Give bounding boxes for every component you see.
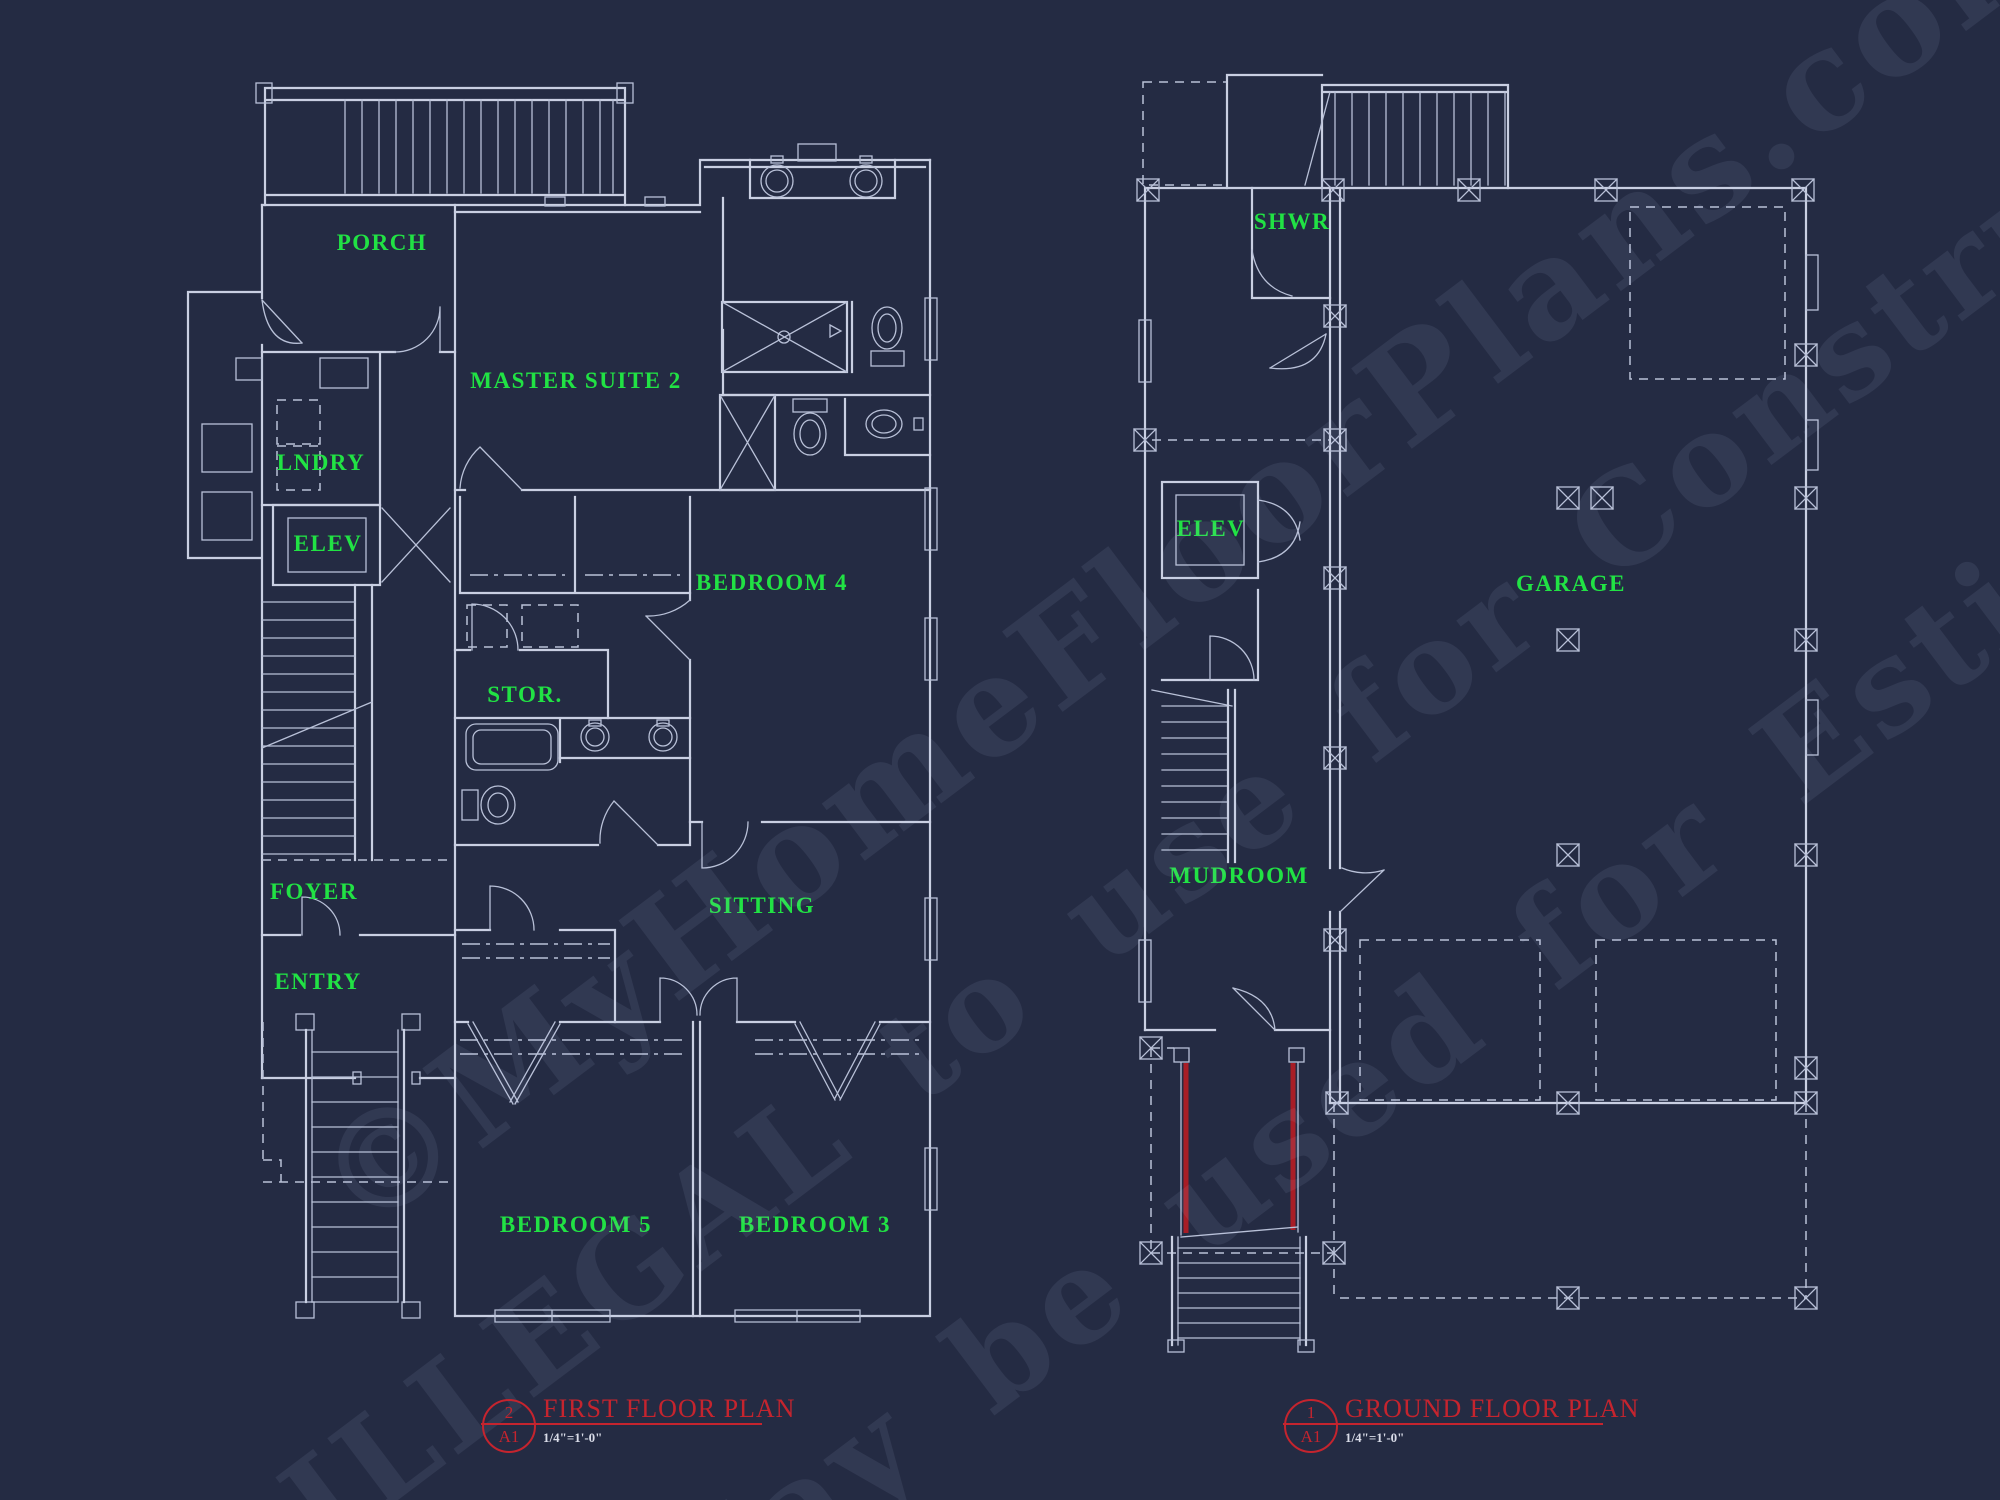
detail-circle: 1 A1 xyxy=(1284,1399,1338,1453)
garage-stall xyxy=(1595,939,1777,1101)
toilet-bowl xyxy=(480,785,516,825)
sitting-vestibule xyxy=(453,885,617,1024)
sheet-number: A1 xyxy=(1300,1427,1322,1446)
window-markers xyxy=(494,297,938,1323)
toilet-bowl xyxy=(871,306,903,350)
shower-room xyxy=(1152,186,1332,441)
toilet-tank xyxy=(870,350,905,367)
room-label-master-suite-2: MASTER SUITE 2 xyxy=(470,368,681,393)
title-underline xyxy=(481,1423,762,1425)
room-label-bedroom-5: BEDROOM 5 xyxy=(500,1212,652,1237)
room-label-elev-ground: ELEV xyxy=(1177,516,1246,541)
deck-stair-top xyxy=(255,82,634,207)
garage-corridor-wall xyxy=(1328,186,1385,1105)
detail-number: 2 xyxy=(504,1403,514,1422)
bedroom4-walls xyxy=(645,591,932,869)
sink xyxy=(760,164,794,198)
interior-stair xyxy=(261,583,452,862)
room-label-garage: GARAGE xyxy=(1516,571,1626,596)
bedroom-walls xyxy=(453,977,932,1318)
toilet-bowl xyxy=(793,412,827,456)
ground-floor-plan: SHWR ELEV GARAGE MUDROOM xyxy=(1133,73,1819,1353)
plan-title: GROUND FLOOR PLAN xyxy=(1345,1394,1640,1423)
mudroom-walls xyxy=(1143,987,1332,1032)
interior-stair-ground xyxy=(1151,688,1237,864)
column-markers xyxy=(1133,178,1818,1310)
front-exterior-stair xyxy=(262,1013,448,1319)
plan-scale: 1/4"=1'-0" xyxy=(543,1430,603,1445)
room-label-entry: ENTRY xyxy=(274,969,361,994)
exterior-walls xyxy=(186,143,932,1318)
sink xyxy=(865,409,903,439)
dryer xyxy=(276,445,321,491)
room-label-foyer: FOYER xyxy=(270,879,358,904)
toilet-tank xyxy=(792,398,828,413)
garage-dashed-outlines xyxy=(1359,206,1786,1101)
deck-stair-top-ground xyxy=(1142,73,1510,190)
plan-title: FIRST FLOOR PLAN xyxy=(543,1394,796,1423)
sink xyxy=(648,722,678,752)
foyer-entry-walls xyxy=(260,896,457,1085)
plan-scale: 1/4"=1'-0" xyxy=(1345,1430,1405,1445)
shower xyxy=(718,393,777,492)
deck-balusters xyxy=(1334,91,1506,186)
elevator-ground-floor xyxy=(1160,480,1301,682)
master-closets-hall xyxy=(453,446,932,720)
exterior-walls-ground xyxy=(1138,186,1819,1105)
french-door xyxy=(467,1021,561,1105)
title-underline xyxy=(1283,1423,1603,1425)
shower xyxy=(720,300,849,374)
room-label-mudroom: MUDROOM xyxy=(1169,863,1309,888)
detail-circle: 2 A1 xyxy=(482,1399,536,1453)
first-floor-plan: PORCH MASTER SUITE 2 LNDRY ELEV STOR. FO… xyxy=(186,82,938,1323)
room-label-elev-first: ELEV xyxy=(294,531,363,556)
toilet-tank xyxy=(461,789,479,821)
sink xyxy=(849,164,883,198)
rear-exterior-stair xyxy=(1167,1047,1315,1353)
hall-bath-fixtures xyxy=(453,716,692,847)
sink xyxy=(580,722,610,752)
room-label-porch: PORCH xyxy=(337,230,428,255)
sheet-number: A1 xyxy=(498,1427,520,1446)
laundry-room xyxy=(260,306,457,507)
deck-balusters xyxy=(344,99,614,194)
master-bath-fixtures xyxy=(718,155,932,492)
elevator-first-floor xyxy=(271,503,451,587)
detail-number: 1 xyxy=(1306,1403,1316,1422)
room-label-stor: STOR. xyxy=(487,682,562,707)
room-label-sitting: SITTING xyxy=(709,893,815,918)
room-label-shwr: SHWR xyxy=(1254,209,1330,234)
room-label-bedroom-4: BEDROOM 4 xyxy=(696,570,848,595)
french-door xyxy=(794,1021,881,1101)
garage-stall xyxy=(1359,939,1541,1101)
room-label-bedroom-3: BEDROOM 3 xyxy=(739,1212,891,1237)
patio-outline xyxy=(1150,1047,1807,1299)
washer xyxy=(276,399,321,445)
room-label-lndry: LNDRY xyxy=(277,450,365,475)
